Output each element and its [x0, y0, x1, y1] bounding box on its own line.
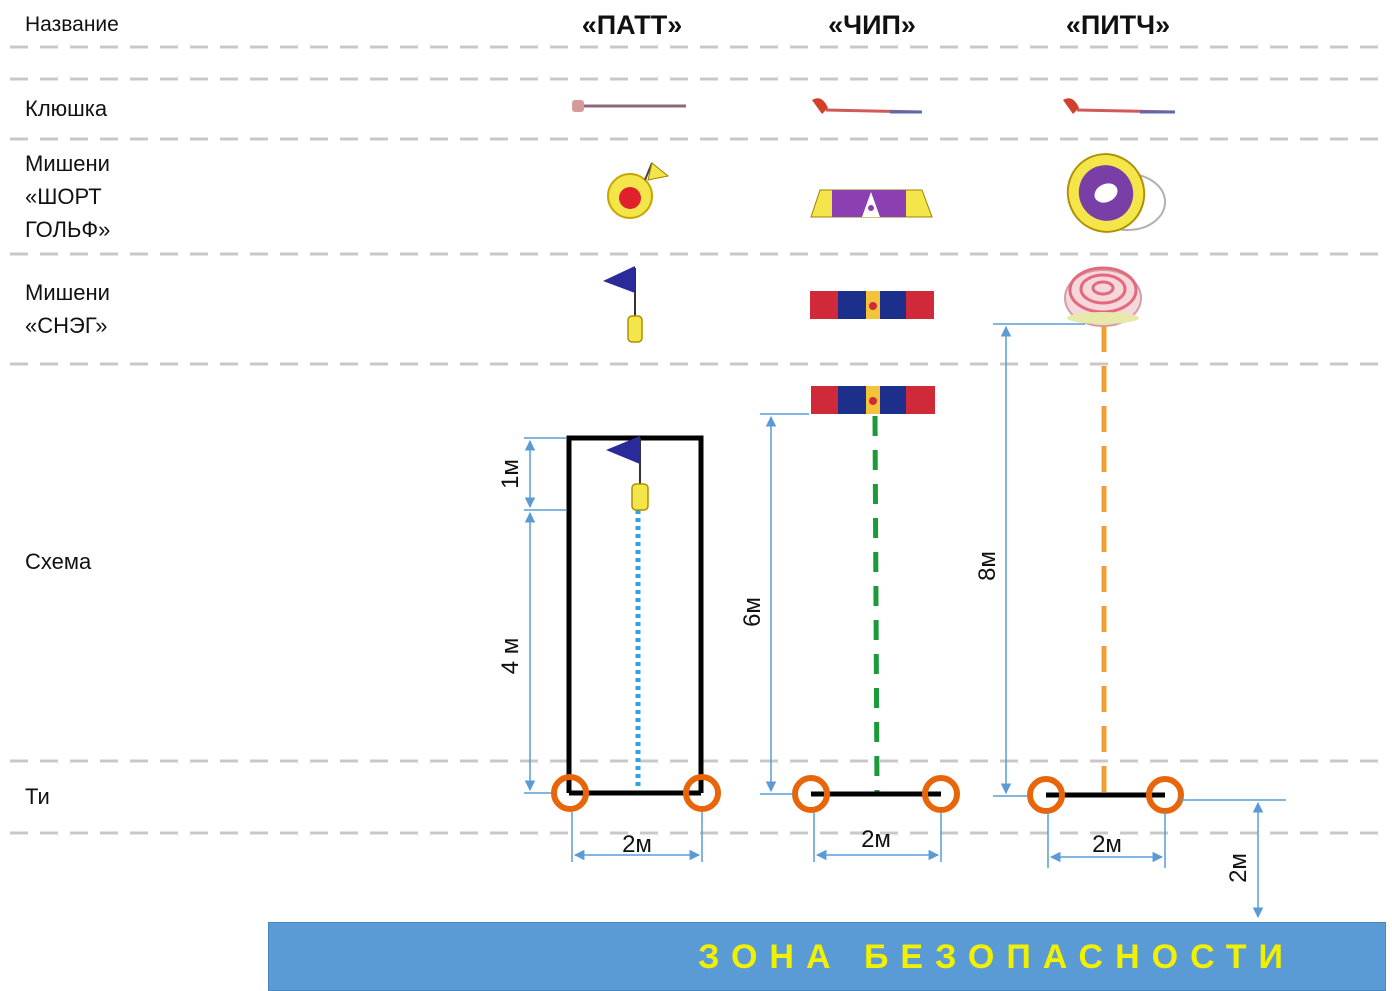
row-label-line: «СНЭГ»: [25, 313, 108, 338]
column-header-pitch: «ПИТЧ»: [1065, 10, 1171, 40]
pitch-club-icon: [1063, 98, 1176, 114]
patt-flag-icon: [606, 436, 640, 464]
patt-4m-label: 4 м: [497, 638, 524, 675]
tee-marker-icon: [1146, 776, 1184, 814]
pitch-short-golf-target-icon: [1066, 153, 1166, 233]
patt-sneg-flag-icon: [603, 266, 643, 343]
row-label-club: Клюшка: [25, 96, 108, 121]
chip-width-label: 2м: [861, 826, 891, 853]
tee-marker-icon: [551, 774, 589, 812]
putter-club-icon: [572, 100, 686, 112]
chip-short-golf-target-icon: [810, 189, 933, 218]
tee-marker-icon: [922, 775, 960, 813]
tee-marker-icon: [683, 774, 721, 812]
chip-club-icon: [812, 98, 923, 114]
chip-6m-label: 6м: [739, 597, 766, 627]
pitch-width-label: 2м: [1092, 831, 1122, 858]
patt-short-golf-target-icon: [607, 162, 670, 219]
pitch-8m-label: 8м: [974, 551, 1001, 581]
safety-zone-banner: ЗОНА БЕЗОПАСНОСТИ: [268, 922, 1386, 991]
row-label-line: «ШОРТ: [25, 184, 102, 209]
row-separators: [10, 45, 1385, 835]
patt-width-label: 2м: [622, 831, 652, 858]
row-label-line: Мишени: [25, 151, 110, 176]
row-label-short-golf-targets: Мишени «ШОРТ ГОЛЬФ»: [25, 147, 110, 246]
row-label-line: Мишени: [25, 280, 110, 305]
pitch-scheme: 8м 2м 2м: [974, 323, 1286, 919]
patt-1m-label: 1м: [497, 459, 524, 489]
row-label-name: Название: [25, 13, 119, 36]
chip-target-icon: [811, 386, 935, 414]
patt-boundary: [566, 435, 704, 793]
tee-marker-icon: [1027, 776, 1065, 814]
row-label-scheme: Схема: [25, 549, 92, 574]
safety-gap-label: 2м: [1225, 853, 1252, 883]
chip-ball-path: [872, 415, 880, 793]
safety-zone-label: ЗОНА БЕЗОПАСНОСТИ: [698, 938, 1295, 976]
column-header-chip: «ЧИП»: [828, 10, 916, 40]
column-header-patt: «ПАТТ»: [581, 10, 683, 40]
tee-marker-icon: [792, 775, 830, 813]
row-label-line: ГОЛЬФ»: [25, 217, 111, 242]
patt-hole-icon: [631, 483, 649, 511]
chip-sneg-target-icon: [810, 291, 934, 319]
pitch-sneg-target-icon: [1064, 266, 1142, 327]
chip-scheme: 6м 2м: [739, 386, 960, 862]
row-label-sneg-targets: Мишени «СНЭГ»: [25, 276, 110, 342]
row-label-tee: Ти: [25, 784, 50, 809]
patt-scheme: 1м 4 м 2м: [497, 435, 721, 862]
